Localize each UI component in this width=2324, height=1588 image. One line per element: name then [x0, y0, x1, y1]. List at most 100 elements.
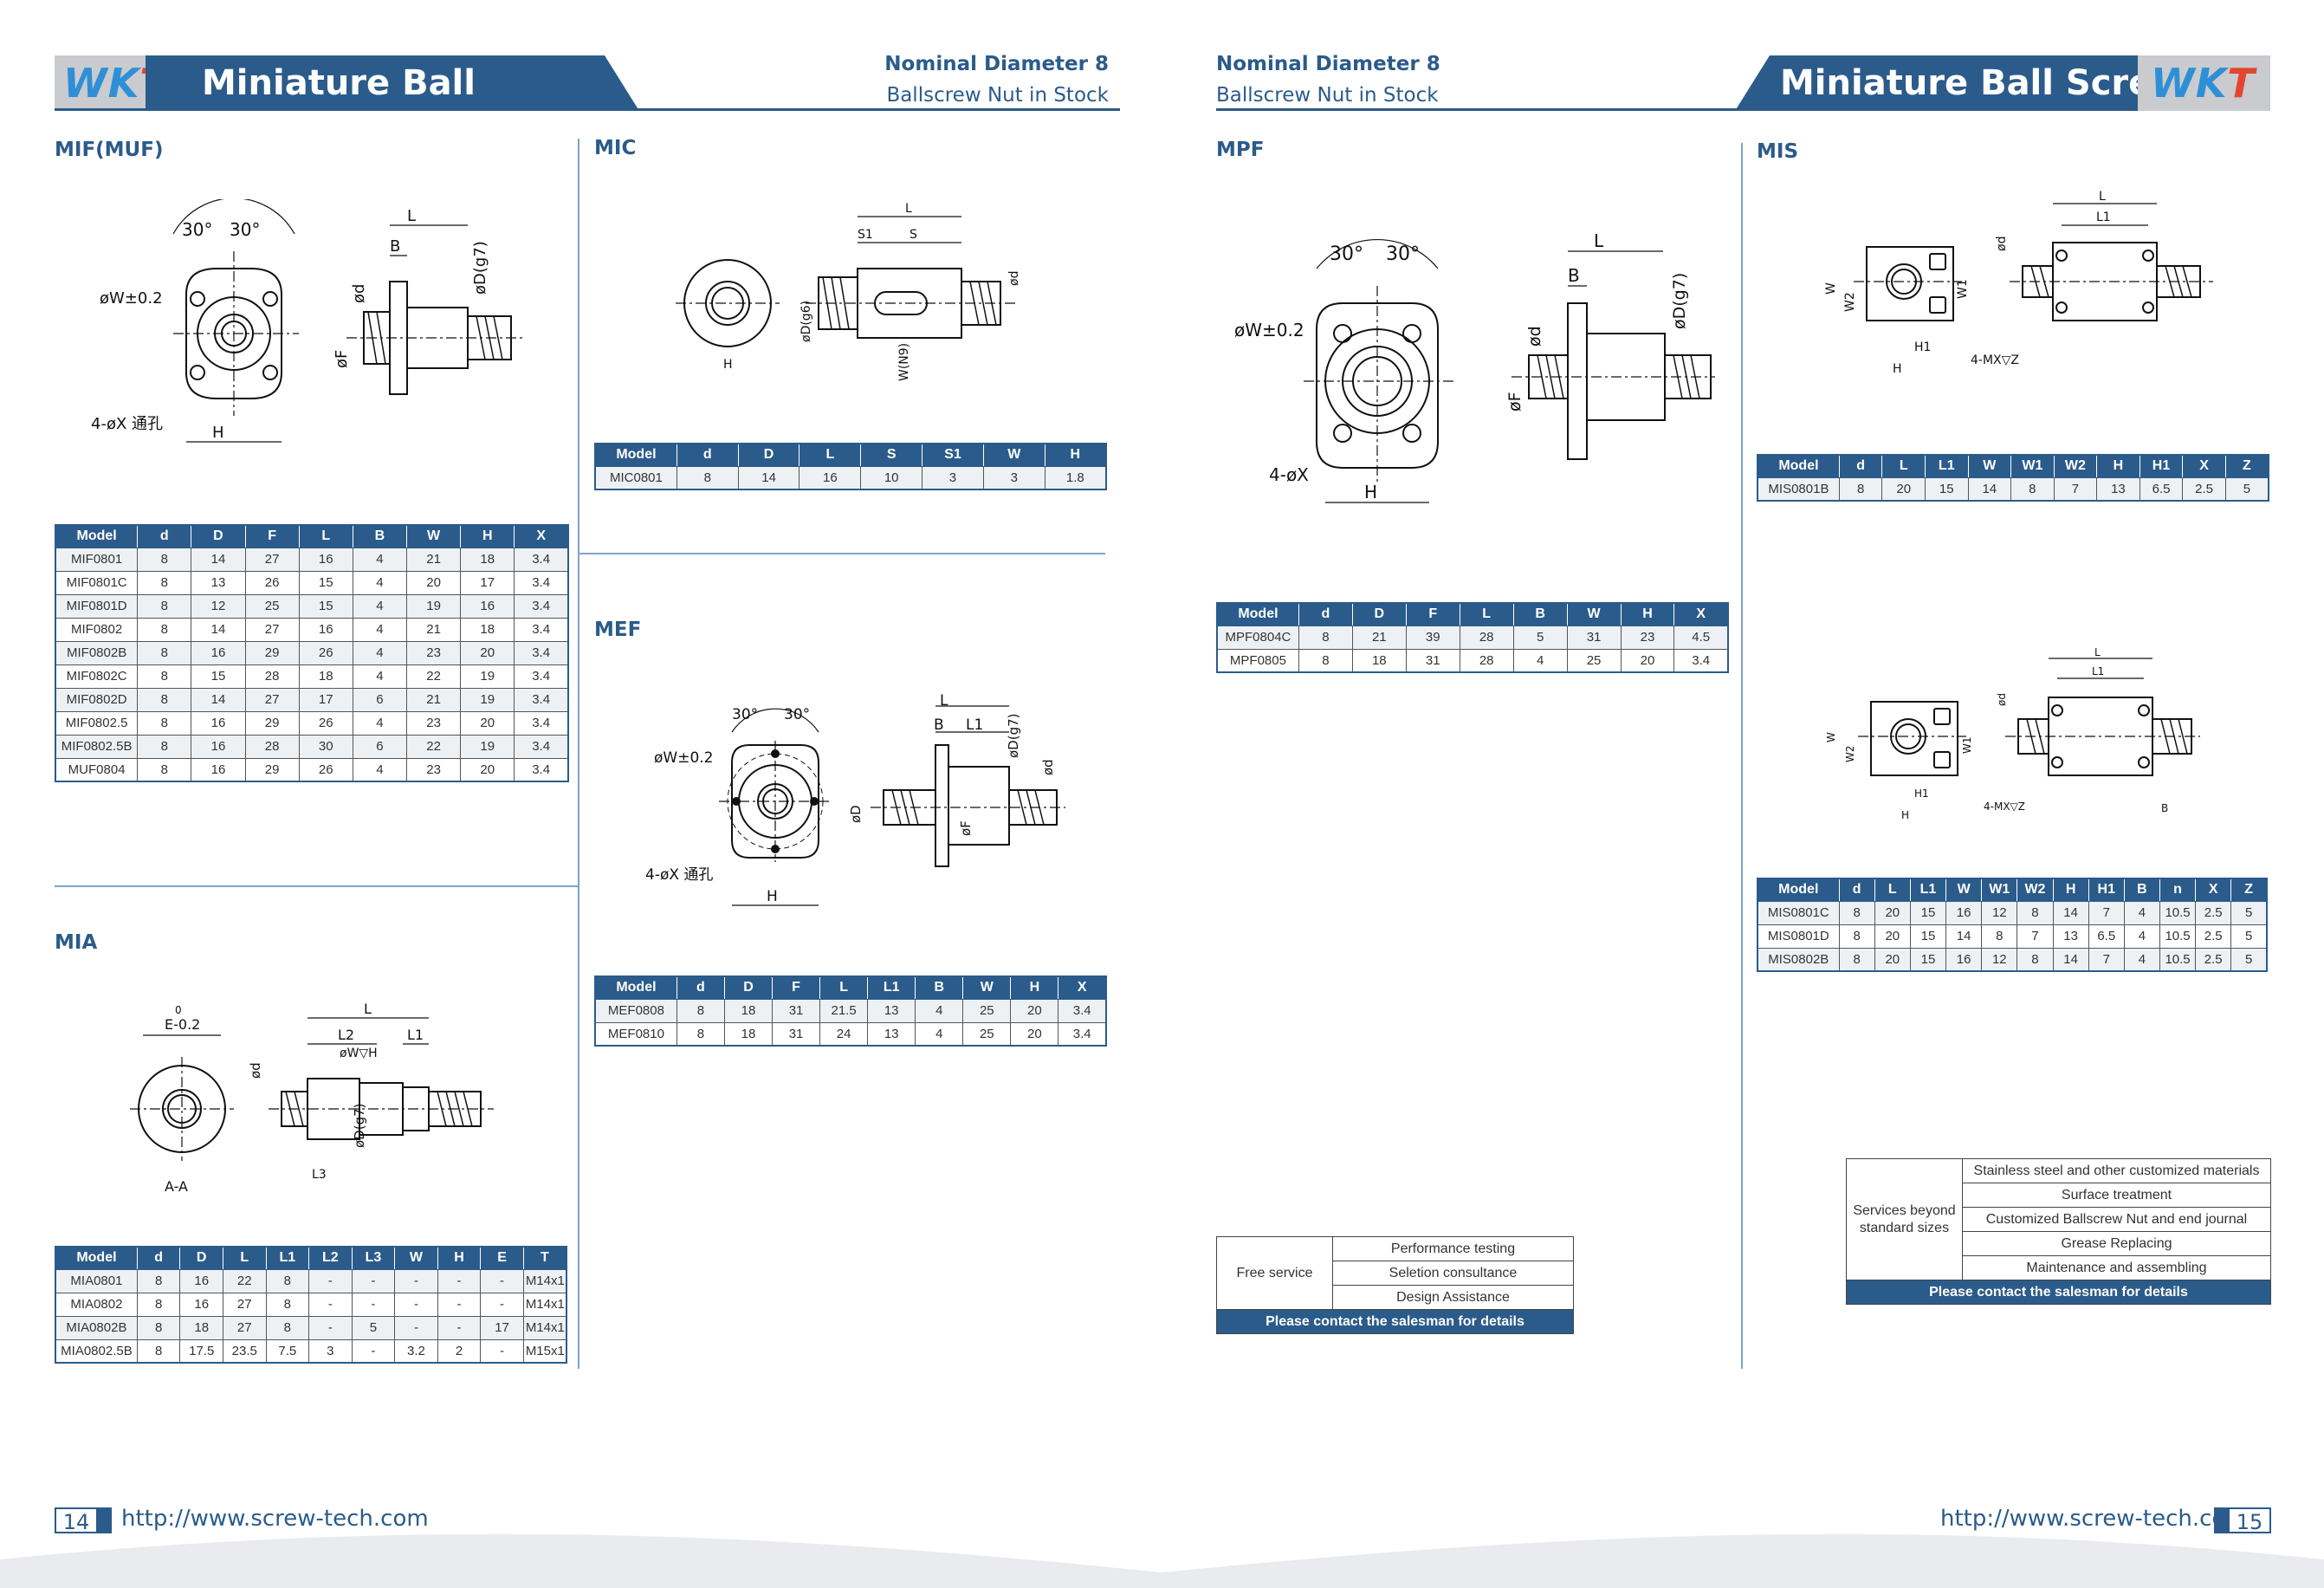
value-cell: -: [437, 1315, 482, 1340]
table-header-cell: L1: [867, 975, 916, 1000]
model-cell: MIC0801: [594, 465, 677, 490]
mis-b-drawing: W W2 W1 H1 H L L1 ød 4-MX▽Z B: [1825, 646, 2200, 821]
table-header-cell: X: [1058, 975, 1107, 1000]
mif-F-label: øF: [333, 350, 351, 368]
services-beyond-item: Customized Ballscrew Nut and end journal: [1962, 1207, 2271, 1232]
value-cell: 15: [1909, 900, 1947, 925]
services-beyond-box: Services beyond standard sizes Stainless…: [1846, 1158, 2271, 1305]
value-cell: 3.4: [514, 710, 569, 736]
table-header-cell: W: [982, 443, 1045, 467]
value-cell: 3.4: [514, 617, 569, 642]
mpf-B-label: B: [1568, 265, 1580, 286]
table-header-cell: H1: [2139, 454, 2184, 478]
model-cell: MIA0802.5B: [55, 1338, 138, 1364]
header-rule-left: [55, 108, 1120, 111]
table-header-cell: W: [1945, 878, 1983, 902]
table-header-cell: B: [1512, 602, 1568, 626]
table-header-cell: D: [191, 524, 246, 548]
value-cell: -: [351, 1268, 396, 1293]
divider-left-vertical: [578, 139, 579, 1369]
table-header-cell: d: [1838, 454, 1883, 478]
model-cell: MIF0802: [55, 617, 139, 642]
value-cell: -: [308, 1315, 353, 1340]
value-cell: 2: [437, 1338, 482, 1364]
value-cell: 3.4: [1058, 1021, 1107, 1047]
value-cell: 29: [244, 710, 300, 736]
value-cell: M14x1: [522, 1292, 567, 1317]
value-cell: 15: [298, 593, 353, 619]
table-header-cell: d: [136, 1246, 181, 1270]
value-cell: 16: [179, 1268, 223, 1293]
mis-a-W-label: W: [1824, 282, 1838, 295]
wkt-logo-right: WKT: [2151, 60, 2256, 107]
table-header-cell: H: [1620, 602, 1675, 626]
mef-angle-b: 30°: [784, 706, 810, 723]
value-cell: 3.4: [1058, 998, 1107, 1023]
value-cell: 10.5: [2159, 947, 2197, 972]
model-cell: MIF0802.5B: [55, 734, 139, 759]
value-cell: 17.5: [179, 1338, 223, 1364]
mif-B-label: B: [390, 237, 400, 256]
mis-a-d-label: ød: [1995, 237, 2009, 251]
table-header-cell: S1: [922, 443, 984, 467]
value-cell: 20: [1874, 947, 1911, 972]
value-cell: 8: [1838, 900, 1875, 925]
value-cell: 3.4: [1673, 648, 1729, 673]
value-cell: 8: [137, 547, 192, 572]
table-header-cell: H: [2052, 878, 2089, 902]
value-cell: 20: [1620, 648, 1675, 673]
value-cell: -: [394, 1292, 438, 1317]
divider-mic-mef: [579, 553, 1105, 554]
value-cell: 19: [460, 664, 515, 689]
value-cell: -: [437, 1292, 482, 1317]
value-cell: 8: [137, 687, 192, 712]
value-cell: 26: [244, 570, 300, 595]
footer-url-left[interactable]: http://www.screw-tech.com: [121, 1506, 429, 1532]
value-cell: 3.4: [514, 687, 569, 712]
section-mis: MIS: [1757, 140, 1799, 163]
free-service-item: Performance testing: [1332, 1236, 1574, 1261]
mif-angle-a: 30°: [182, 219, 212, 240]
value-cell: 22: [405, 734, 462, 759]
mis-b-L-label: L: [2094, 646, 2101, 658]
table-header-cell: Model: [55, 1246, 138, 1270]
mpf-D-label: øD(g7): [1670, 273, 1689, 329]
mif-h-label: H: [212, 424, 224, 442]
value-cell: 4: [352, 617, 408, 642]
mia-d-label: ød: [248, 1062, 263, 1079]
page-number-left: 14: [55, 1507, 98, 1534]
value-cell: 21: [1351, 625, 1407, 650]
mpf-angle-b: 30°: [1386, 243, 1420, 265]
value-cell: 23: [1620, 625, 1675, 650]
value-cell: 3.4: [514, 547, 569, 572]
value-cell: 27: [244, 547, 300, 572]
value-cell: 4: [2123, 924, 2160, 949]
footer-url-right[interactable]: http://www.screw-tech.com: [1940, 1506, 2248, 1532]
mef-F-label: øF: [958, 820, 974, 836]
value-cell: 8: [265, 1315, 310, 1340]
page-number-bar-right: [2214, 1507, 2228, 1533]
value-cell: -: [351, 1292, 396, 1317]
model-cell: MUF0804: [55, 757, 139, 782]
value-cell: 13: [191, 570, 246, 595]
value-cell: 3.4: [514, 570, 569, 595]
value-cell: 4: [352, 593, 408, 619]
value-cell: M14x1: [522, 1315, 567, 1340]
value-cell: 3.4: [514, 664, 569, 689]
header-left-banner: WKT Miniature Ball Screw: [55, 55, 639, 159]
value-cell: 25: [244, 593, 300, 619]
value-cell: 4: [915, 1021, 964, 1047]
value-cell: 13: [867, 998, 916, 1023]
value-cell: 14: [191, 687, 246, 712]
table-header-cell: L1: [1924, 454, 1969, 478]
value-cell: 7.5: [265, 1338, 310, 1364]
value-cell: 8: [1838, 924, 1875, 949]
value-cell: 6: [352, 687, 408, 712]
